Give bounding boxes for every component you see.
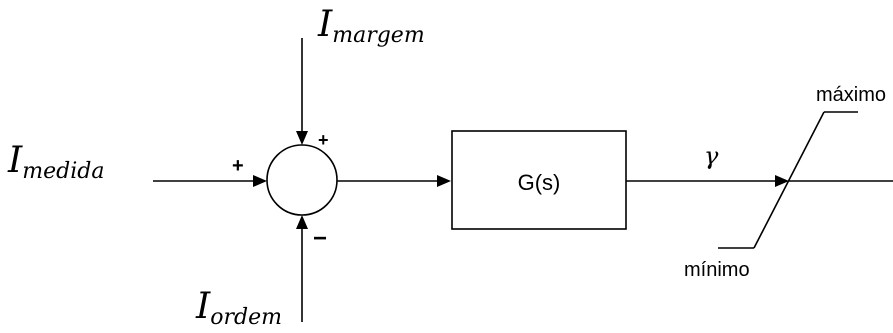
block-output-arrow-head — [775, 175, 789, 187]
ordem-arrow-head — [296, 215, 308, 229]
transfer-function-label: G(s) — [518, 170, 561, 195]
sign-minus-bottom: − — [313, 225, 327, 252]
input-ordem-subscript: ordem — [210, 305, 282, 330]
input-medida-label: Imedida — [7, 140, 104, 184]
limiter-slope-line — [753, 111, 825, 249]
input-margem-subscript: margem — [332, 23, 424, 48]
limiter-min-label: mínimo — [684, 259, 750, 281]
junction-to-block-arrow-head — [437, 175, 451, 187]
input-margem-symbol: I — [317, 4, 333, 45]
transfer-function-block — [451, 130, 627, 230]
sign-plus-left: + — [232, 155, 244, 177]
input-margem-label: Imargem — [317, 4, 425, 48]
margem-arrow-head — [296, 131, 308, 145]
limiter-max-label: máximo — [816, 84, 886, 106]
input-medida-symbol: I — [7, 140, 23, 181]
input-ordem-label: Iordem — [195, 286, 282, 330]
input-medida-subscript: medida — [22, 159, 104, 184]
sign-plus-top: + — [318, 130, 329, 150]
medida-arrow-head — [253, 175, 267, 187]
summing-junction-circle — [266, 144, 338, 216]
output-gamma-label: γ — [704, 142, 719, 170]
input-ordem-symbol: I — [195, 286, 211, 327]
